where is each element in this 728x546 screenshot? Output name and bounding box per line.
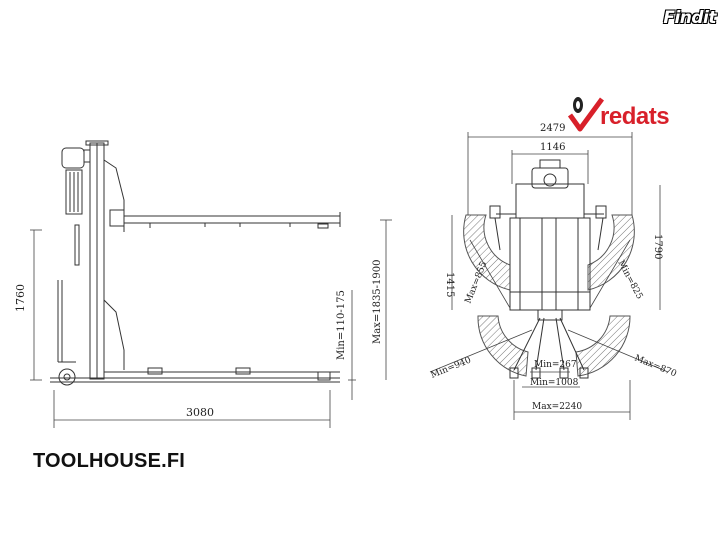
dim-outer-width: 2479 xyxy=(540,123,565,134)
dim-min-267: Min=267 xyxy=(534,360,577,370)
upper-platform-arm xyxy=(109,209,341,229)
upper-arms xyxy=(489,205,607,251)
side-dimensions xyxy=(30,219,392,428)
dim-height-right: 1790 xyxy=(652,234,663,259)
dim-column-width: 1146 xyxy=(540,142,565,153)
toolhouse-label: TOOLHOUSE.FI xyxy=(33,450,186,472)
column-body xyxy=(509,159,591,311)
lower-left-arc xyxy=(477,315,529,377)
dim-max-870: Max=870 xyxy=(633,354,678,380)
redats-logo: redats xyxy=(567,93,678,133)
dim-max-2240: Max=2240 xyxy=(532,402,582,412)
base-arm xyxy=(50,224,340,386)
lift-column xyxy=(85,140,125,380)
redats-mark-icon xyxy=(567,97,605,132)
dim-length: 3080 xyxy=(186,406,214,419)
dim-min-arm-right: Min=825 xyxy=(615,259,644,302)
lower-right-arc xyxy=(575,315,631,377)
motor-unit xyxy=(61,147,91,215)
dim-min-height: Min=110-175 xyxy=(336,290,347,360)
front-view xyxy=(429,132,669,420)
findit-watermark: Findit xyxy=(663,8,716,28)
redats-wordmark: redats xyxy=(600,103,670,130)
dim-max-arm-left: Max=855 xyxy=(464,260,490,305)
side-view xyxy=(30,140,392,428)
lower-arms xyxy=(509,309,589,379)
dim-min-1008: Min=1008 xyxy=(530,378,579,388)
dim-min-940: Min=940 xyxy=(429,355,473,380)
upper-left-arc xyxy=(463,214,511,291)
dim-height: 1760 xyxy=(14,284,27,312)
front-dimensions xyxy=(429,132,669,420)
upper-right-arc xyxy=(587,214,635,291)
dim-height-left: 1415 xyxy=(444,272,455,297)
dim-max-height: Max=1835-1900 xyxy=(372,260,383,345)
